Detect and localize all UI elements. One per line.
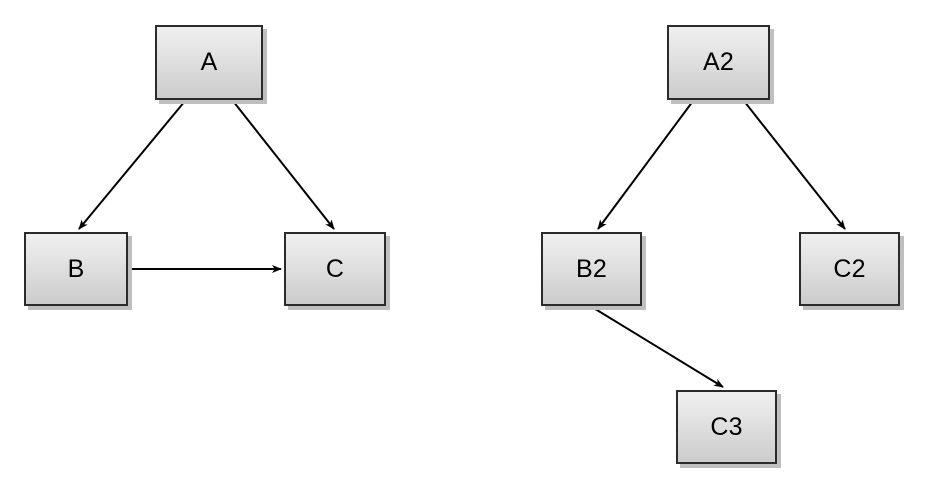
node-label-a2: A2 xyxy=(703,48,734,76)
edge-a-to-c xyxy=(232,100,335,230)
node-label-b2: B2 xyxy=(576,254,607,283)
node-a2[interactable]: A2 xyxy=(667,25,770,100)
node-c[interactable]: C xyxy=(284,232,386,306)
node-c2[interactable]: C2 xyxy=(799,232,900,306)
node-label-c3: C3 xyxy=(710,412,743,441)
node-b[interactable]: B xyxy=(24,232,128,306)
node-label-a: A xyxy=(200,48,218,76)
edge-a2-to-c2 xyxy=(743,100,846,230)
node-label-c2: C2 xyxy=(833,254,866,283)
node-label-c: C xyxy=(325,254,345,283)
edge-a2-to-b2 xyxy=(597,100,694,230)
node-b2[interactable]: B2 xyxy=(541,232,642,306)
edges-group xyxy=(78,100,846,388)
node-c3[interactable]: C3 xyxy=(676,390,777,464)
node-label-b: B xyxy=(67,254,85,283)
node-a[interactable]: A xyxy=(155,25,263,100)
edge-b2-to-c3 xyxy=(591,306,724,388)
edge-a-to-b xyxy=(78,100,186,230)
